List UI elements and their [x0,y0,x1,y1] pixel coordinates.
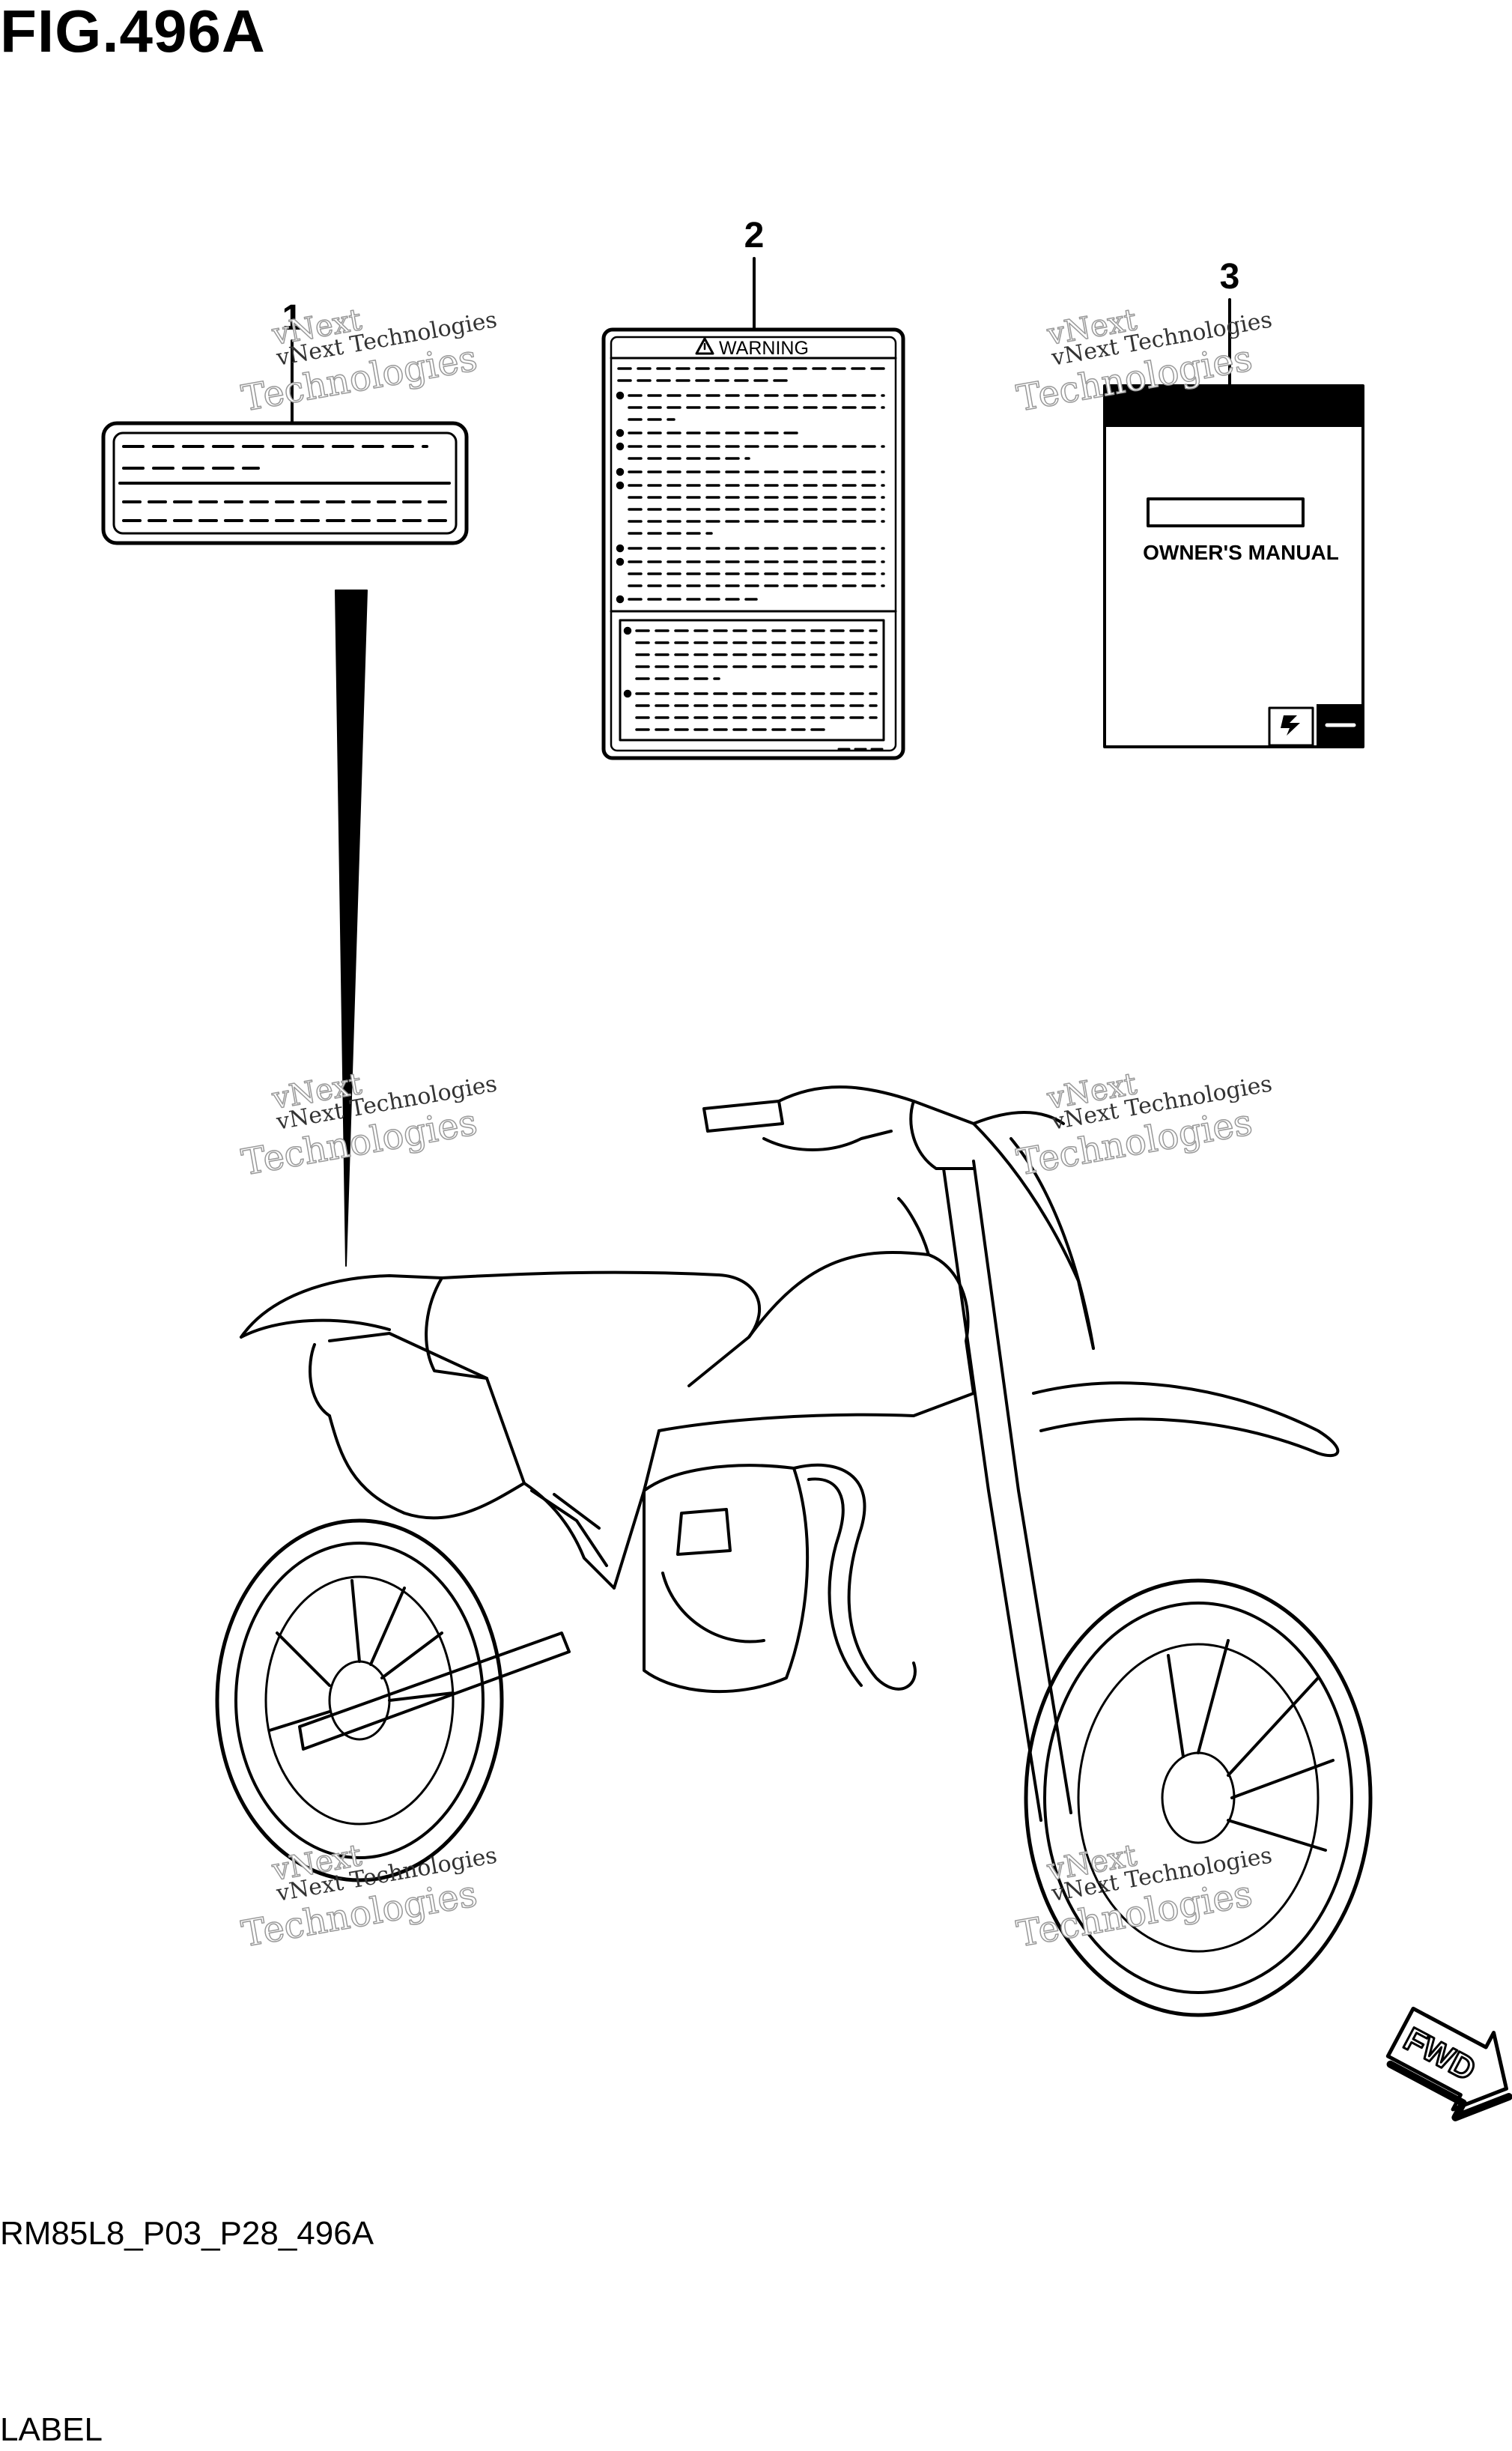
section-name: LABEL [0,2411,103,2448]
diagram-code: RM85L8_P03_P28_496A [0,2215,374,2252]
watermark-5: vNext vNext Technologies Technologies [238,1838,499,1956]
callout-number-3: 3 [1220,257,1240,297]
fwd-direction-arrow: FWD [1385,2006,1512,2121]
watermarks: vNext vNext Technologies Technologies vN… [238,302,1274,1956]
callout-1[interactable]: 1 [282,298,303,425]
manual-header-band [1105,386,1363,427]
warning-heading: WARNING [719,338,809,359]
callout-number-2: 2 [744,216,765,255]
manual-title: OWNER'S MANUAL [1143,541,1339,564]
owners-manual[interactable]: OWNER'S MANUAL [1103,384,1364,748]
watermark-3: vNext vNext Technologies Technologies [238,1066,499,1184]
suzuki-logo-icon [1268,706,1314,747]
callout-number-1: 1 [282,298,303,338]
warning-inner-box [619,619,885,742]
watermark-1: vNext vNext Technologies Technologies [238,302,499,420]
warning-text-lines [616,367,885,604]
manual-title-box [1147,497,1305,527]
warning-triangle-icon [695,337,714,355]
leader-line-1 [335,590,368,1267]
callout-3[interactable]: 3 [1220,257,1240,387]
watermark-4: vNext vNext Technologies Technologies [1013,1066,1274,1184]
callout-2[interactable]: 2 [744,216,765,331]
warning-label[interactable]: WARNING [601,327,905,760]
motorcycle-drawing [215,1085,1373,2017]
label-1[interactable] [101,421,469,545]
figure-title: FIG.496A [0,0,266,64]
warning-box-text-lines [623,626,878,731]
